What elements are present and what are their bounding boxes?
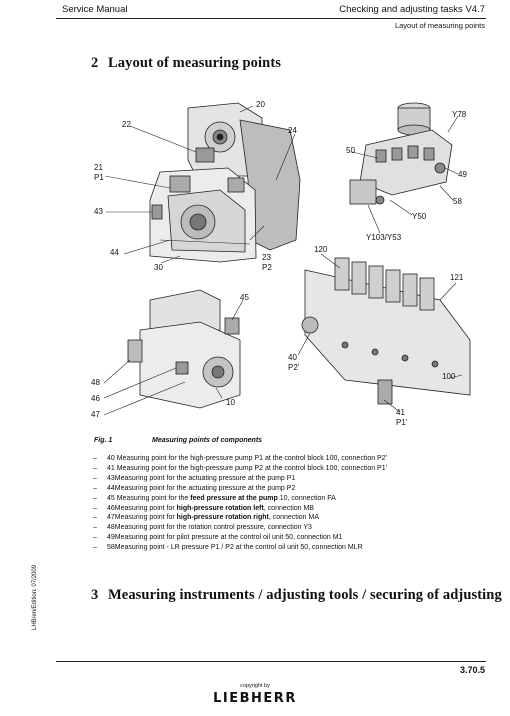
list-item: –46Measuring point for high-pressure rot… <box>93 504 314 512</box>
label-21: 21 <box>94 163 103 172</box>
label-100: 100 <box>442 372 456 381</box>
label-48: 48 <box>91 378 100 387</box>
label-44: 44 <box>110 248 119 257</box>
label-41: 41 <box>396 408 405 417</box>
control-oil-unit-drawing <box>349 102 453 205</box>
label-y50: Y50 <box>412 212 427 221</box>
control-block-drawing <box>301 257 471 405</box>
page-number: 3.70.5 <box>459 665 485 675</box>
measuring-points-list: –40 Measuring point for the high-pressur… <box>93 454 387 553</box>
label-p2: P2 <box>262 263 272 272</box>
list-item: –48Measuring point for the rotation cont… <box>93 524 312 532</box>
pump-assembly-top-drawing <box>149 102 301 263</box>
header-subtitle: Layout of measuring points <box>394 21 485 30</box>
label-y103-y53: Y103/Y53 <box>366 233 402 242</box>
label-20: 20 <box>256 100 265 109</box>
label-47: 47 <box>91 410 100 419</box>
label-p1: P1 <box>94 173 104 182</box>
label-p2-prime: P2' <box>288 363 300 372</box>
section-2-number: 2 <box>91 55 99 71</box>
list-item: –41 Measuring point for the high-pressur… <box>93 464 387 472</box>
label-23: 23 <box>262 253 271 262</box>
section-2-title: Layout of measuring points <box>108 55 281 71</box>
list-item: –43Measuring point for the actuating pre… <box>93 474 296 482</box>
header-right: Checking and adjusting tasks V4.7 <box>339 4 485 15</box>
footer-rule <box>56 661 486 662</box>
list-item: –47Measuring point for high-pressure rot… <box>93 514 320 522</box>
label-22: 22 <box>122 120 131 129</box>
header-left: Service Manual <box>62 4 128 15</box>
label-121: 121 <box>450 273 464 282</box>
label-43: 43 <box>94 207 103 216</box>
label-45: 45 <box>240 293 249 302</box>
figure-caption-number: Fig. 1 <box>94 437 113 444</box>
list-item: –44Measuring point for the actuating pre… <box>93 484 296 492</box>
label-30: 30 <box>154 263 163 272</box>
label-58: 58 <box>453 197 462 206</box>
label-120: 120 <box>314 245 328 254</box>
list-item: –40 Measuring point for the high-pressur… <box>93 455 387 462</box>
gear-pump-drawing <box>127 289 241 409</box>
list-item: –45 Measuring point for the feed pressur… <box>93 494 336 502</box>
list-item: –49Measuring point for pilot pressure at… <box>93 534 343 542</box>
label-49: 49 <box>458 170 467 179</box>
section-3-number: 3 <box>91 587 99 603</box>
section-3-title: Measuring instruments / adjusting tools … <box>108 587 502 603</box>
list-item: –58Measuring point - LR pressure P1 / P2… <box>93 544 363 552</box>
figure-caption-text: Measuring points of components <box>152 437 263 444</box>
edition-side-text: LHB/en/Edition: 07/2009 <box>32 564 38 630</box>
label-10: 10 <box>226 398 235 407</box>
liebherr-logo: LIEBHERR <box>213 691 297 706</box>
leader-lines <box>103 105 463 416</box>
copyright-text: copyright by <box>240 683 270 689</box>
label-46: 46 <box>91 394 100 403</box>
header-rule <box>56 18 486 19</box>
label-p1-prime: P1' <box>396 418 408 427</box>
label-50: 50 <box>346 146 355 155</box>
label-y78: Y78 <box>452 110 467 119</box>
label-24: 24 <box>288 126 297 135</box>
label-40: 40 <box>288 353 297 362</box>
